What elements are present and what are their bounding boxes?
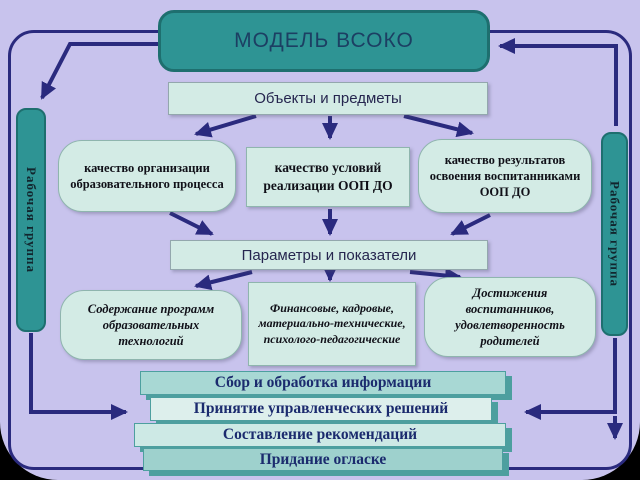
params-header: Параметры и показатели	[170, 240, 488, 270]
slide-title: МОДЕЛЬ ВСОКО	[234, 29, 414, 52]
quality-box-conditions: качество условий реализации ООП ДО	[246, 147, 410, 207]
right-workgroup-bar: Рабочая группа	[601, 132, 628, 336]
left-workgroup-label: Рабочая группа	[24, 167, 39, 273]
arrow-params-to-indicator-3	[409, 267, 462, 284]
arrow-right-group-to-steps	[524, 338, 617, 420]
indicator-box-content: Содержание программ образовательных техн…	[60, 290, 242, 360]
arrow-objects-to-quality-1	[194, 114, 257, 138]
arrow-left-group-to-steps	[29, 333, 128, 420]
process-step-recommendations: Составление рекомендаций	[134, 423, 506, 447]
quality-box-results: качество результатов освоения воспитанни…	[418, 139, 592, 213]
arrow-right-group-to-title	[498, 38, 618, 126]
indicator-box-achievements: Достижения воспитанников, удовлетворенно…	[424, 277, 596, 357]
quality-box-process: качество организации образовательного пр…	[58, 140, 236, 212]
indicator-box-resources: Финансовые, кадровые, материально-технич…	[248, 282, 416, 366]
process-step-collect: Сбор и обработка информации	[140, 371, 506, 395]
arrow-objects-to-quality-3	[403, 114, 474, 138]
objects-header: Объекты и предметы	[168, 82, 488, 115]
process-step-publicity: Придание огласке	[143, 448, 503, 471]
arrow-params-to-indicator-1	[194, 270, 253, 291]
title-box: МОДЕЛЬ ВСОКО	[158, 10, 490, 72]
arrow-quality1-to-params	[169, 211, 214, 236]
left-workgroup-bar: Рабочая группа	[16, 108, 46, 332]
arrow-quality3-to-params	[450, 213, 491, 236]
process-step-decisions: Принятие управленческих решений	[150, 397, 492, 421]
right-workgroup-label: Рабочая группа	[607, 181, 623, 287]
arrow-title-to-left-group	[40, 42, 162, 100]
